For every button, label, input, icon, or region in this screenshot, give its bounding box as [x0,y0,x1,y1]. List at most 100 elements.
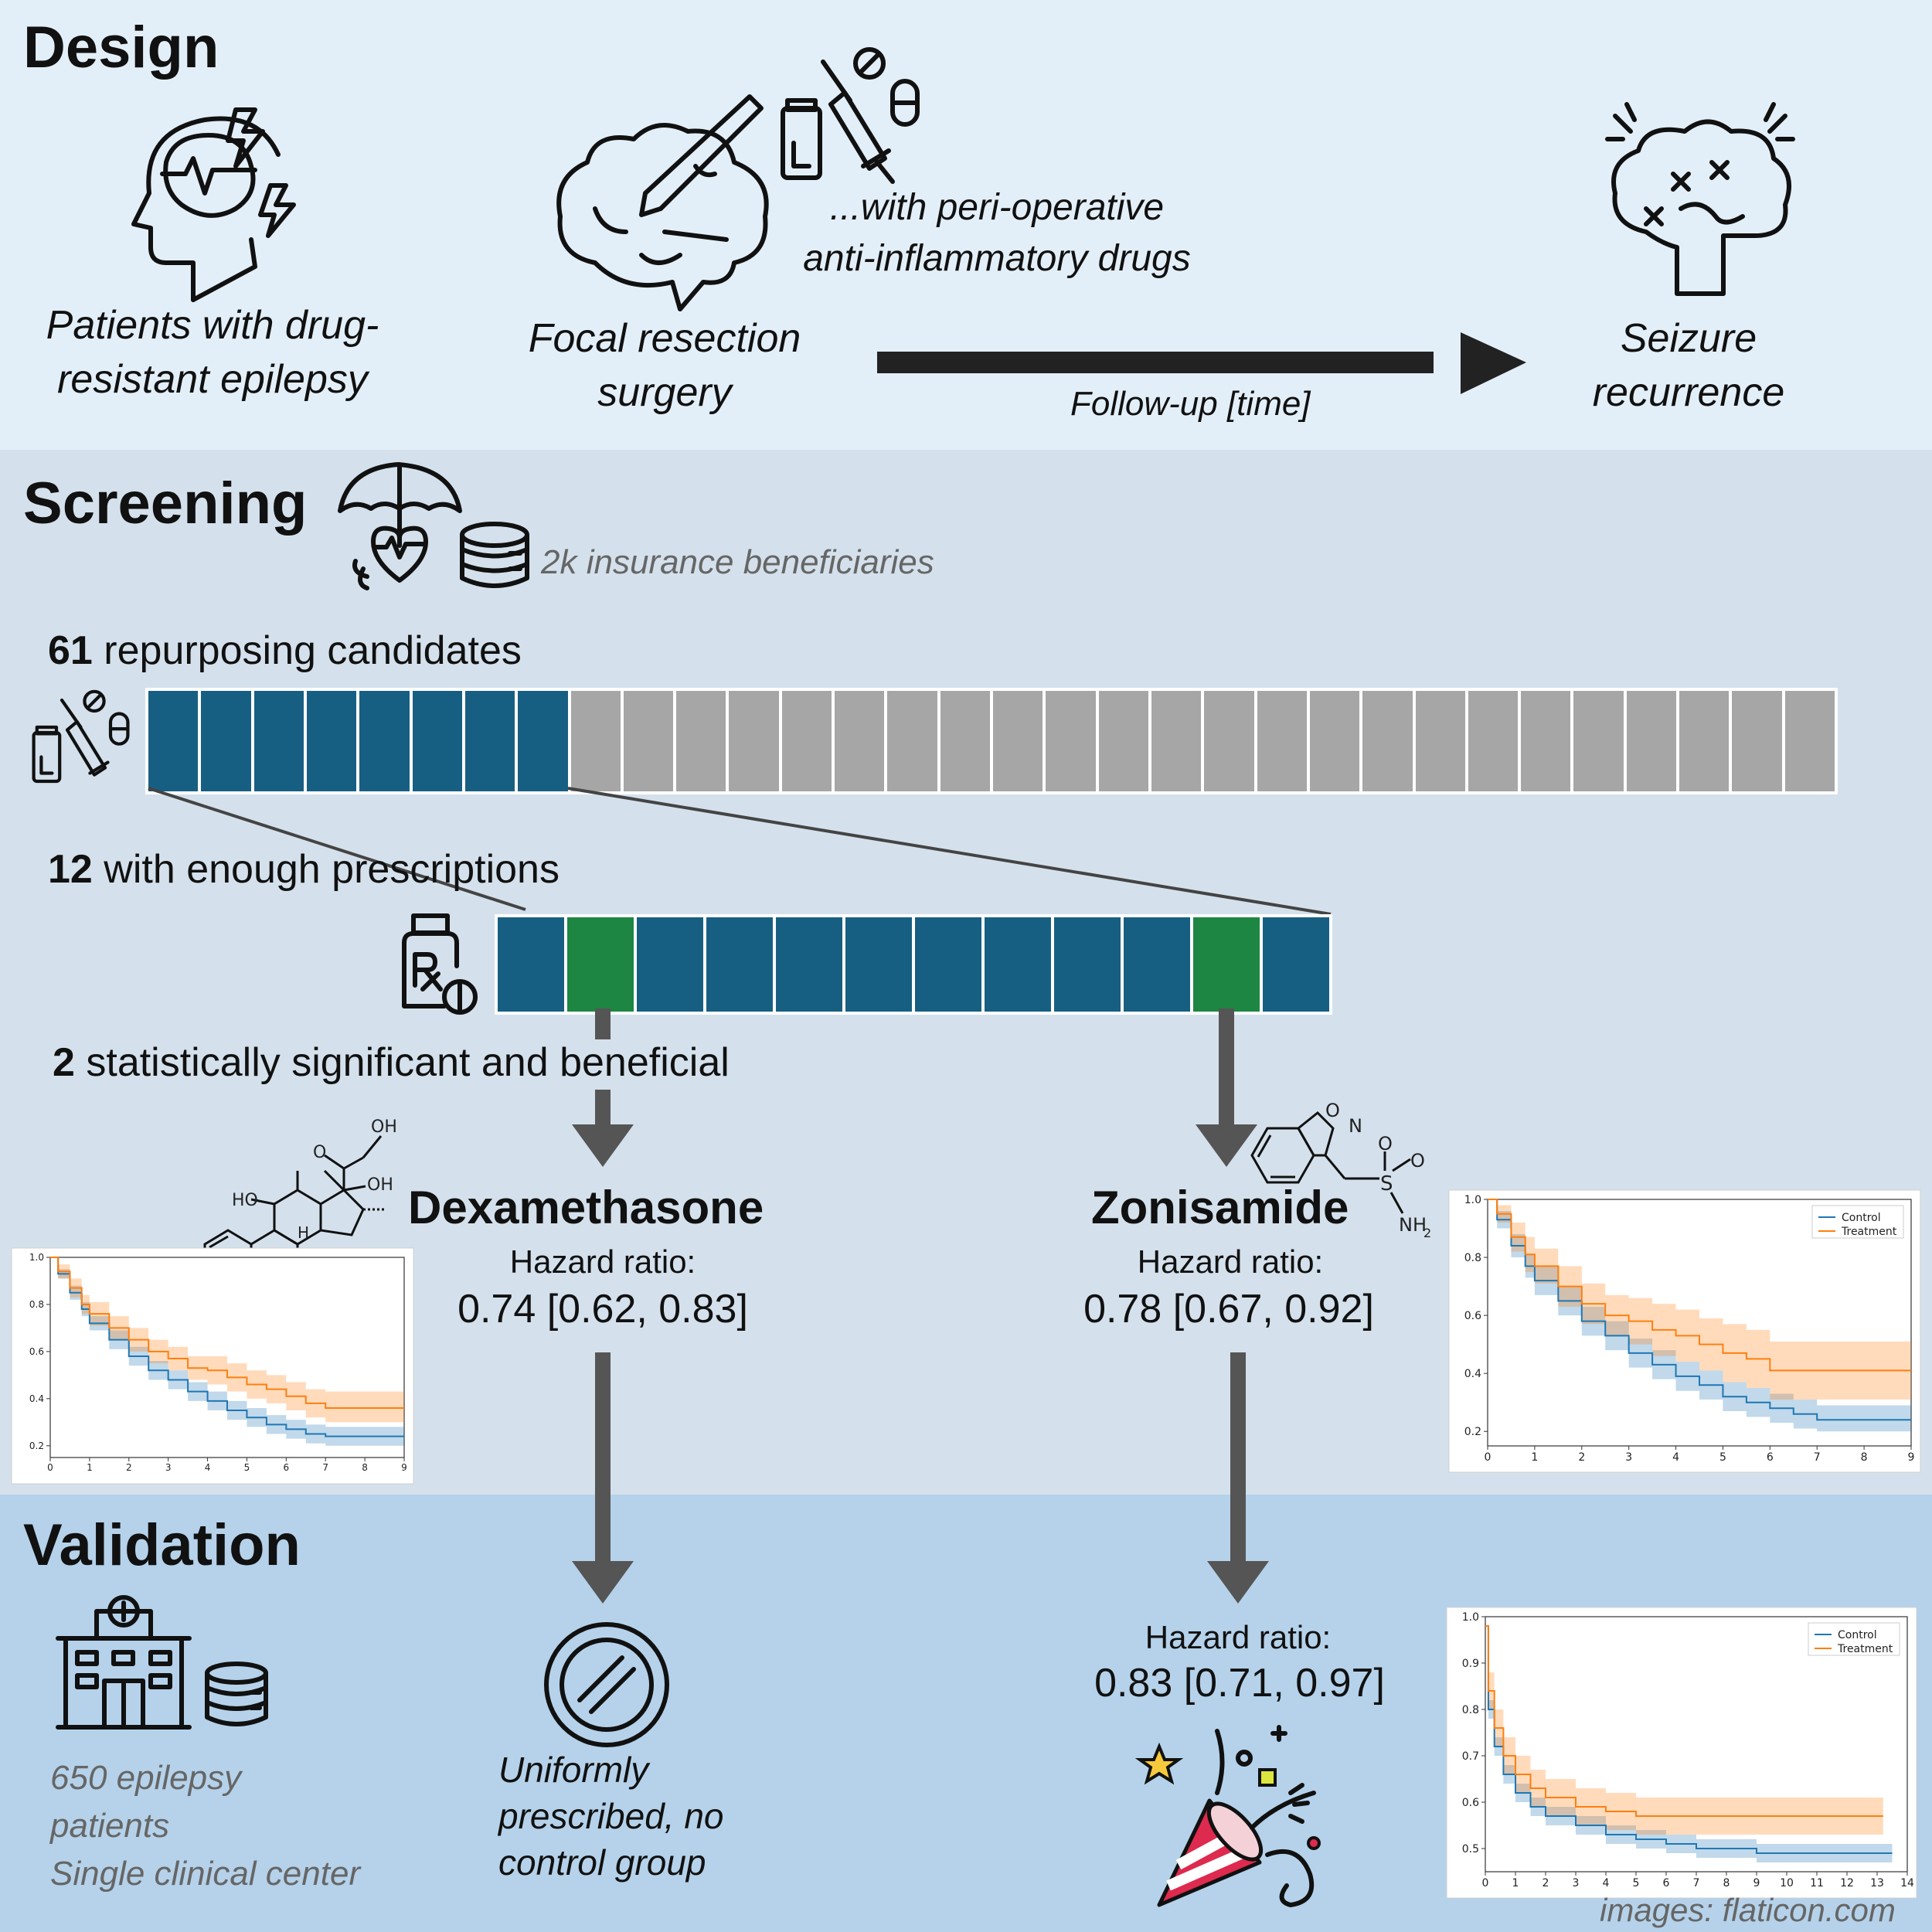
insurance-icon [338,462,529,590]
y-tick-label: 0.6 [1462,1797,1479,1809]
plot-area [1487,1199,1912,1447]
x-tick-label: 8 [362,1462,368,1473]
party-popper-icon [1134,1725,1321,1907]
x-tick-label: 6 [284,1462,290,1473]
candidates-heading: 61 repurposing candidates [48,628,522,674]
drug-cell [845,917,915,1012]
x-tick-label: 9 [401,1462,407,1473]
zon-label-nh: NH [1399,1214,1427,1236]
candidate-cell-selected [359,691,413,791]
drug-cell [776,917,845,1012]
plot-area [49,1257,405,1458]
site-line-1: 650 epilepsy [50,1759,242,1797]
y-tick-label: 1.0 [29,1252,44,1263]
dex-label-ho: HO [232,1191,258,1210]
candidate-cell [623,691,677,791]
validation-hr-label: Hazard ratio: [1145,1619,1332,1655]
drug-cell-significant [567,917,637,1012]
y-tick-label: 1.0 [1462,1611,1479,1624]
zon-arrow-to-validation [1207,1352,1269,1604]
x-tick-label: 7 [322,1462,328,1473]
dex-arrow-to-validation [572,1352,634,1604]
prescriptions-heading: 12 with enough prescriptions [48,846,560,893]
drug-cell [637,917,706,1012]
x-tick-label: 7 [1814,1451,1821,1464]
significant-count: 2 [53,1040,75,1085]
y-tick-label: 0.8 [1464,1252,1481,1264]
dex-arrow-down [572,1009,634,1167]
x-tick-label: 5 [1719,1451,1726,1464]
dexamethasone-name: Dexamethasone [408,1182,764,1233]
y-tick-label: 0.2 [1464,1426,1481,1438]
zon-label-n: N [1349,1115,1362,1137]
site-line-2: patients [50,1807,170,1845]
candidate-cell [1784,691,1835,791]
candidate-cell [1732,691,1785,791]
x-tick-label: 2 [1578,1451,1585,1464]
dex-outcome-line-2: prescribed, no [498,1796,724,1836]
candidates-cell-row [145,688,1838,794]
x-tick-label: 14 [1900,1877,1914,1889]
prescriptions-text: with enough prescriptions [92,847,560,892]
y-tick-label: 0.6 [1464,1310,1481,1322]
candidate-cell-selected [148,691,202,791]
x-tick-label: 1 [87,1462,93,1473]
x-tick-label: 7 [1693,1877,1700,1889]
x-tick-label: 12 [1840,1877,1854,1889]
dex-hr-value: 0.74 [0.62, 0.83] [457,1287,748,1332]
x-tick-label: 6 [1663,1877,1670,1889]
medication-small-icon [32,689,130,784]
brain-surgery-icon [556,94,769,311]
zon-hr-value: 0.78 [0.67, 0.92] [1083,1287,1374,1332]
y-tick-label: 0.5 [1462,1843,1479,1855]
y-tick-label: 0.4 [29,1393,44,1404]
candidate-cell [940,691,993,791]
candidates-count: 61 [48,628,93,673]
screening-title: Screening [23,471,308,536]
zon-label-o-right: O [1410,1150,1425,1172]
candidate-cell [1309,691,1363,791]
x-tick-label: 0 [47,1462,53,1473]
dex-hr-label: Hazard ratio: [509,1243,696,1280]
treatment-ci-band [1488,1199,1911,1400]
drugs-label: ...with peri-operative anti-inflammatory… [803,187,1191,279]
candidate-cell [1257,691,1310,791]
x-tick-label: 8 [1861,1451,1868,1464]
x-tick-label: 3 [1573,1877,1580,1889]
candidate-cell [835,691,888,791]
x-tick-label: 1 [1531,1451,1538,1464]
zon-label-s: S [1380,1172,1393,1196]
candidates-text: repurposing candidates [92,628,522,673]
zon-hr-label: Hazard ratio: [1137,1243,1324,1280]
medication-icon [781,47,920,184]
candidate-cell [676,691,730,791]
prescription-bottle-icon [402,913,478,1015]
candidate-cell [1098,691,1151,791]
x-tick-label: 9 [1908,1451,1915,1464]
chart-legend [1811,1205,1904,1239]
x-tick-label: 5 [1633,1877,1640,1889]
x-tick-label: 2 [126,1462,132,1473]
zon-label-o-top: O [1378,1133,1393,1155]
dex-label-oh-17: OH [367,1175,393,1195]
x-tick-label: 3 [165,1462,172,1473]
control-survival-line [1488,1199,1911,1421]
drug-cell [915,917,985,1012]
treatment-survival-line [50,1257,404,1410]
x-tick-label: 10 [1780,1877,1794,1889]
x-tick-label: 13 [1870,1877,1884,1889]
significant-heading: 2 statistically significant and benefici… [53,1039,730,1086]
no-sign-icon [544,1622,669,1747]
drug-cell-significant [1193,917,1263,1012]
x-tick-label: 4 [1672,1451,1679,1464]
candidate-cell-selected [518,691,571,791]
legend-label: Treatment [1837,1643,1893,1655]
y-tick-label: 0.4 [1464,1368,1481,1380]
candidate-cell [1204,691,1257,791]
zon-label-o-ring: O [1325,1100,1340,1121]
x-tick-label: 9 [1753,1877,1760,1889]
x-tick-label: 5 [244,1462,250,1473]
candidate-cell-selected [412,691,465,791]
x-tick-label: 2 [1543,1877,1549,1889]
